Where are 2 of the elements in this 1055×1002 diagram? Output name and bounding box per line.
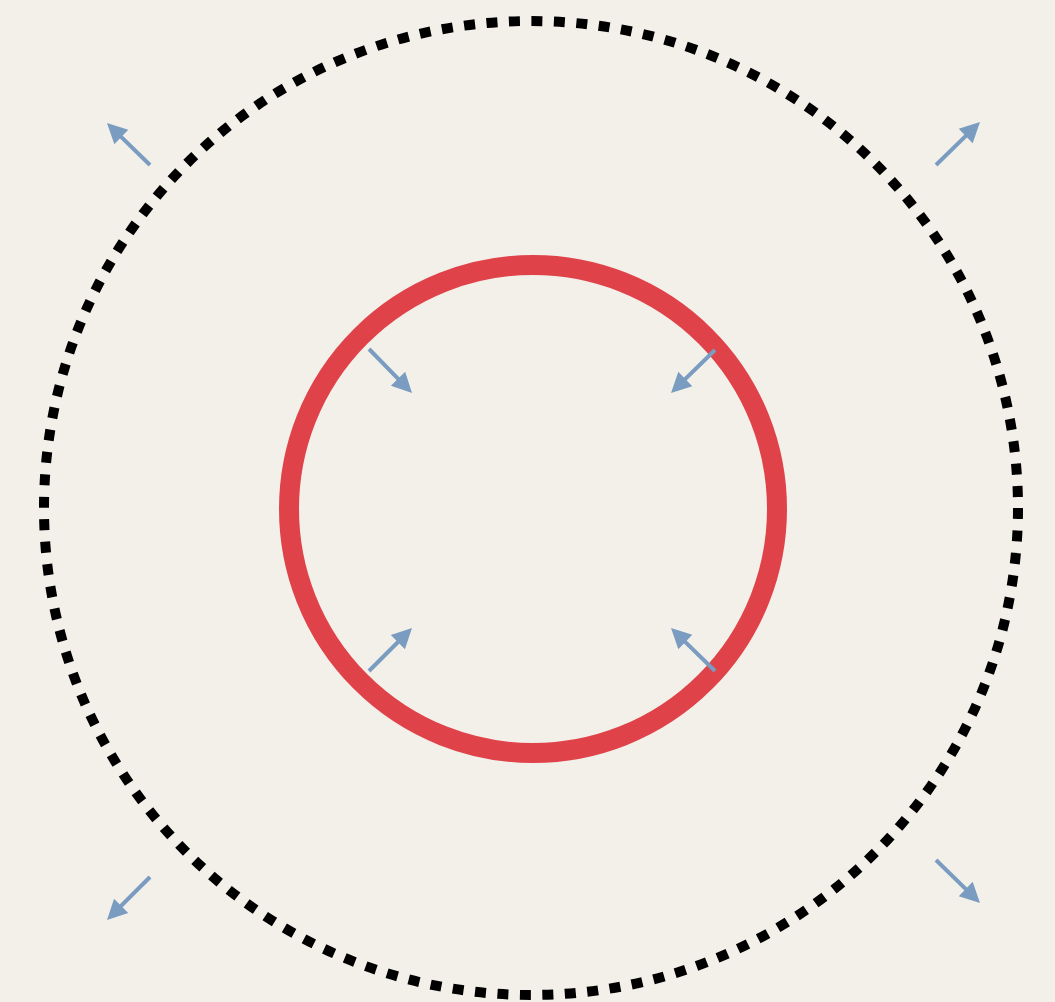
dotted-circle (39, 16, 1023, 1000)
ring-circle (279, 255, 787, 763)
